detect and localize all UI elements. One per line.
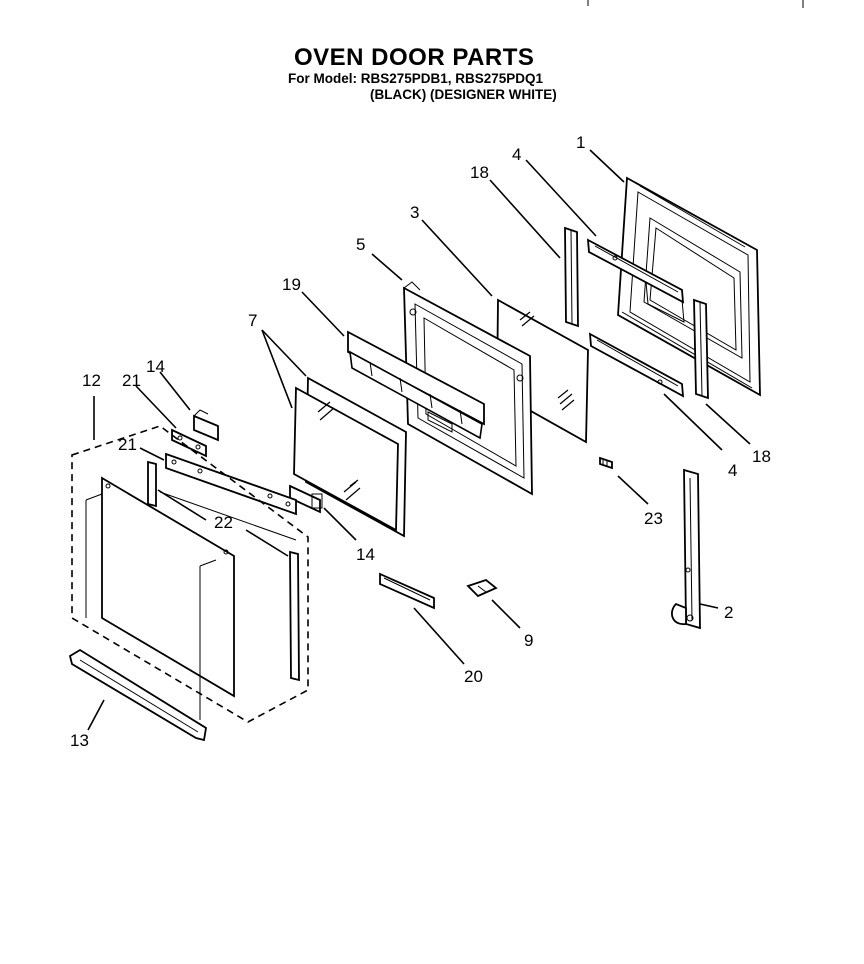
callout-4-lower: 4: [728, 461, 737, 480]
callout-21-upper: 21: [122, 371, 141, 390]
part-22-right-side-trim[interactable]: [289, 550, 300, 682]
part-14-upper-clip[interactable]: [193, 409, 219, 442]
callout-19: 19: [282, 275, 301, 294]
callout-23: 23: [644, 509, 663, 528]
part-4-lower-bracket[interactable]: [588, 332, 685, 398]
callout-14-lower: 14: [356, 545, 375, 564]
callout-20: 20: [464, 667, 483, 686]
part-18-right-trim-strip[interactable]: [693, 298, 709, 400]
part-20-strip[interactable]: [379, 572, 435, 610]
callout-21-lower: 21: [118, 435, 137, 454]
leader-lines: [87, 149, 751, 731]
callout-4-upper: 4: [512, 145, 521, 164]
part-21-long-bracket[interactable]: [165, 452, 297, 516]
part-23-spacer[interactable]: [599, 456, 613, 470]
part-5-middle-door-frame[interactable]: [403, 281, 533, 496]
callout-22: 22: [214, 513, 233, 532]
part-7-glass-panels[interactable]: [293, 376, 407, 538]
callout-18-lower: 18: [752, 447, 771, 466]
model-numbers: For Model: RBS275PDB1, RBS275PDQ1: [288, 71, 544, 86]
model-colors: (BLACK) (DESIGNER WHITE): [370, 87, 557, 102]
callout-5: 5: [356, 235, 365, 254]
callout-numbers: 1 2 3 4 4 5 7 9 12 13 14 14 18 18 19 20 …: [70, 133, 771, 750]
diagram-header: OVEN DOOR PARTS For Model: RBS275PDB1, R…: [0, 0, 864, 110]
callout-12: 12: [82, 371, 101, 390]
part-19-heat-shield[interactable]: [347, 330, 485, 440]
callout-18-upper: 18: [470, 163, 489, 182]
callout-2: 2: [724, 603, 733, 622]
part-4-upper-bracket[interactable]: [586, 238, 685, 304]
callout-9: 9: [524, 631, 533, 650]
page-title: OVEN DOOR PARTS: [294, 44, 535, 71]
callout-3: 3: [410, 203, 419, 222]
part-21-upper-bracket[interactable]: [171, 428, 207, 458]
callout-7: 7: [248, 311, 257, 330]
part-13-bottom-trim[interactable]: [68, 648, 207, 742]
part-9-hinge-bracket[interactable]: [466, 578, 498, 598]
part-22-left-side-trim[interactable]: [147, 460, 157, 508]
callout-14-upper: 14: [146, 357, 165, 376]
part-12-outer-door-assembly[interactable]: [71, 425, 309, 723]
callout-1: 1: [576, 133, 585, 152]
part-2-hinge[interactable]: [671, 468, 701, 630]
callout-13: 13: [70, 731, 89, 750]
part-14-lower-clip[interactable]: [289, 484, 323, 514]
part-18-left-trim-strip[interactable]: [564, 226, 579, 328]
